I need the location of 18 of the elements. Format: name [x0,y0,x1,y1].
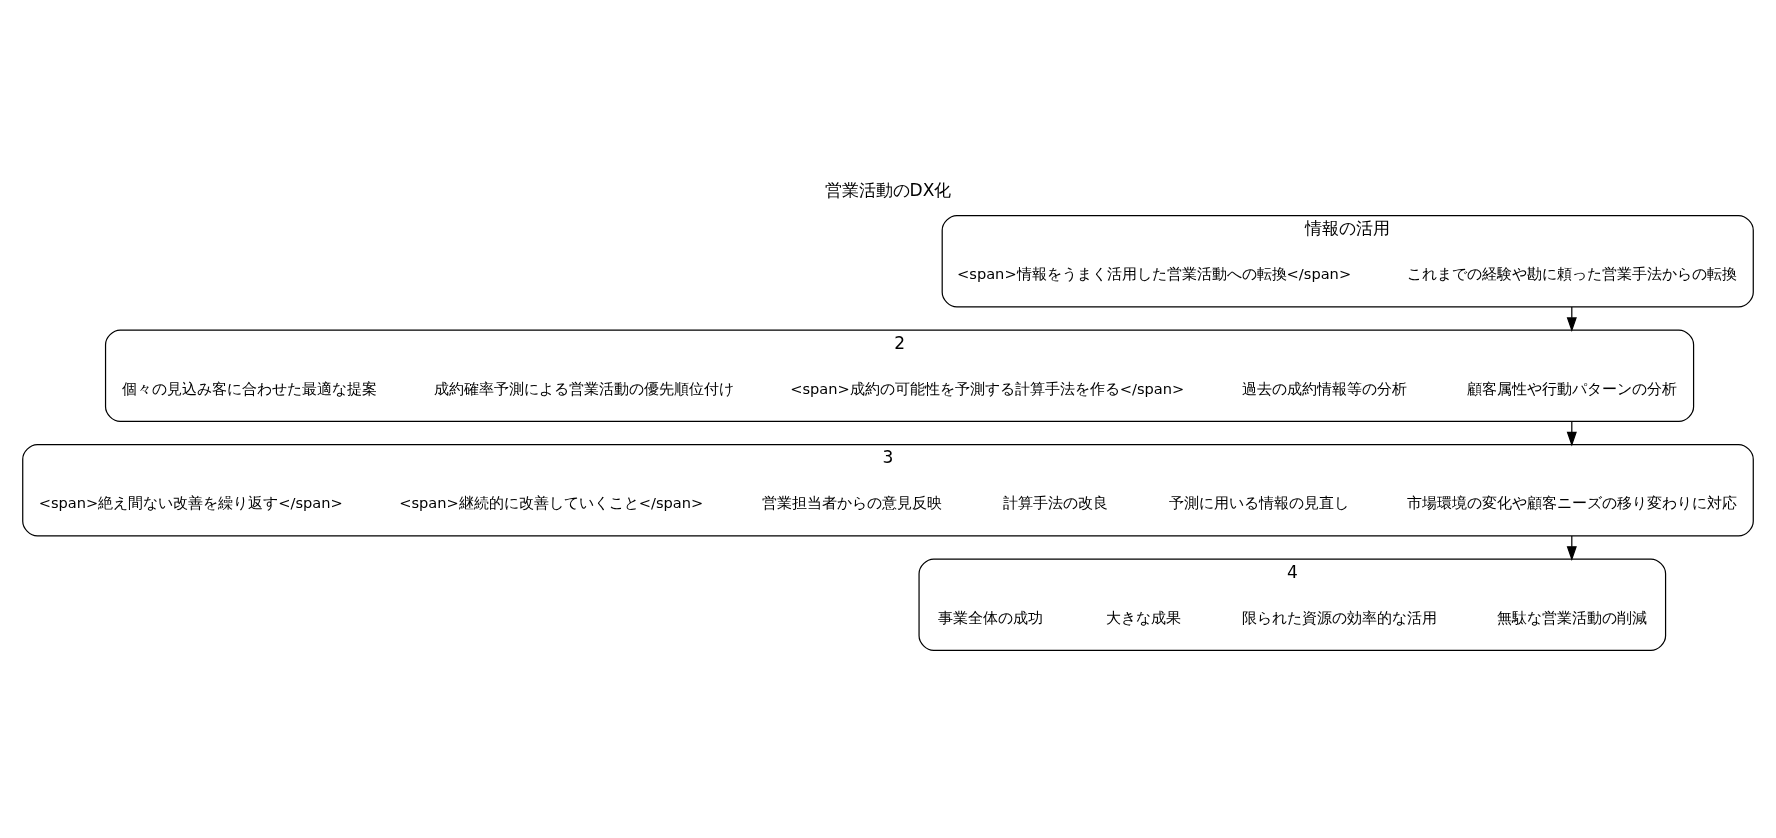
node-text: <span>継続的に改善していくこと</span> [399,494,704,512]
node-text: 営業担当者からの意見反映 [762,494,943,512]
node-text: 成約確率予測による営業活動の優先順位付け [434,379,735,397]
node-text: 計算手法の改良 [1002,494,1108,512]
node-text: 大きな成果 [1105,608,1181,626]
node-text: 市場環境の変化や顧客ニーズの移り変わりに対応 [1406,494,1737,512]
node-text: 個々の見込み客に合わせた最適な提案 [121,379,377,397]
node-text: 無駄な営業活動の削減 [1496,608,1647,626]
node-text: <span>成約の可能性を予測する計算手法を作る</span> [790,379,1185,397]
node-text: 過去の成約情報等の分析 [1242,379,1408,397]
diagram-title: 営業活動のDX化 [824,180,952,201]
node-text: 顧客属性や行動パターンの分析 [1466,379,1677,397]
node-text: 限られた資源の効率的な活用 [1241,608,1437,626]
node-text: <span>絶え間ない改善を繰り返す</span> [38,494,343,512]
node-text: 事業全体の成功 [938,608,1044,626]
node-text: これまでの経験や勘に頼った営業手法からの転換 [1406,265,1737,283]
node-text: 予測に用いる情報の見直し [1168,494,1349,512]
node-text: <span>情報をうまく活用した営業活動への転換</span> [957,265,1352,283]
